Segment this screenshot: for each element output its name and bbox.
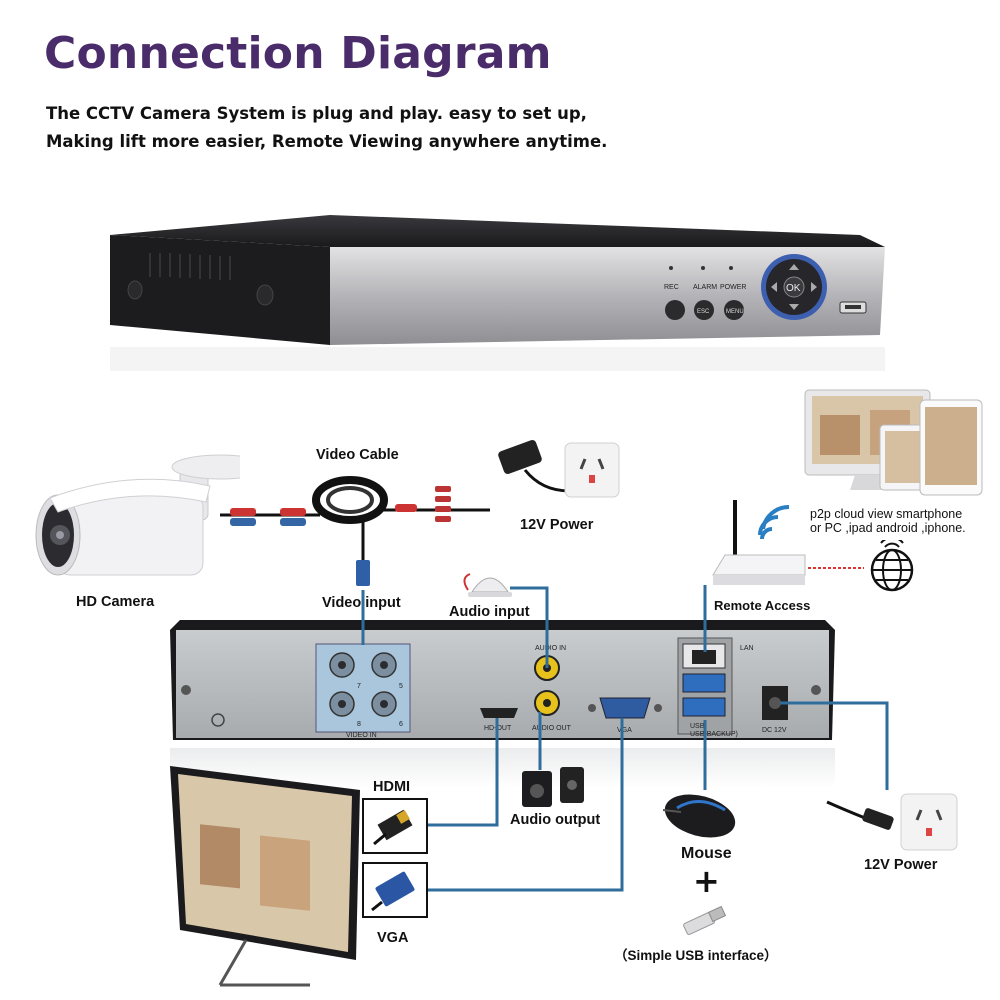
network-link-dashed <box>808 567 864 569</box>
channel-7: 7 <box>357 683 361 690</box>
plus-sign: + <box>693 862 720 900</box>
subtitle-line-2: Making lift more easier, Remote Viewing … <box>46 132 608 151</box>
video-in-port-label: VIDEO IN <box>346 732 377 739</box>
speakers-image <box>522 767 584 807</box>
lan-port-label: LAN <box>740 645 754 652</box>
channel-5: 5 <box>399 683 403 690</box>
p2p-line-1: p2p cloud view smartphone <box>810 507 963 521</box>
p2p-line-2: or PC ,ipad android ,iphone. <box>810 521 966 535</box>
ok-button: OK <box>786 283 801 294</box>
video-cable-image <box>220 476 490 586</box>
hd-camera-image <box>35 454 240 576</box>
indicator-rec: REC <box>664 284 679 291</box>
usb-interface-label: （Simple USB interface） <box>614 948 778 963</box>
channel-8: 8 <box>357 721 361 728</box>
audio-in-port-label: AUDIO IN <box>535 645 566 652</box>
monitor-image <box>170 766 360 987</box>
esc-button: ESC <box>697 309 710 315</box>
vga-port-label: VGA <box>617 727 632 734</box>
indicator-power: POWER <box>720 284 746 291</box>
audio-out-port-label: AUDIO OUT <box>532 725 572 732</box>
microphone-image <box>463 573 512 597</box>
mouse-label: Mouse <box>681 845 732 862</box>
usb-stick-image <box>683 905 727 936</box>
power-plug-image <box>826 793 958 851</box>
mouse-image <box>662 794 736 838</box>
hdmi-cable-image <box>362 798 428 854</box>
vga-label: VGA <box>377 930 409 946</box>
indicator-alarm: ALARM <box>693 284 717 291</box>
usb-backup-port-label: USB(BACKUP) <box>690 731 738 738</box>
power-bottom-label: 12V Power <box>864 857 938 873</box>
power-top-label: 12V Power <box>520 517 594 533</box>
dvr-front-unit: REC ALARM POWER ESC MENU OK <box>110 215 885 371</box>
remote-devices-image <box>804 389 983 496</box>
router-image <box>712 500 806 585</box>
usb-port-label: USB <box>690 723 705 730</box>
power-adapter-image <box>498 440 620 498</box>
video-input-label: Video input <box>322 595 401 611</box>
menu-button: MENU <box>726 309 744 315</box>
dvr-rear-panel: 7 5 8 6 VIDEO IN HD-OUT AUDIO IN AUDIO O… <box>170 620 835 740</box>
remote-access-label: Remote Access <box>714 598 811 613</box>
page-title: Connection Diagram <box>44 28 552 79</box>
audio-input-label: Audio input <box>449 604 530 620</box>
dc-port-label: DC 12V <box>762 727 787 734</box>
channel-6: 6 <box>399 721 403 728</box>
video-cable-label: Video Cable <box>316 447 399 463</box>
hd-camera-label: HD Camera <box>76 594 155 610</box>
subtitle-line-1: The CCTV Camera System is plug and play.… <box>46 104 587 123</box>
audio-output-label: Audio output <box>510 812 601 828</box>
vga-cable-image <box>362 862 428 918</box>
globe-icon <box>870 540 914 592</box>
hdmi-label: HDMI <box>373 779 411 795</box>
